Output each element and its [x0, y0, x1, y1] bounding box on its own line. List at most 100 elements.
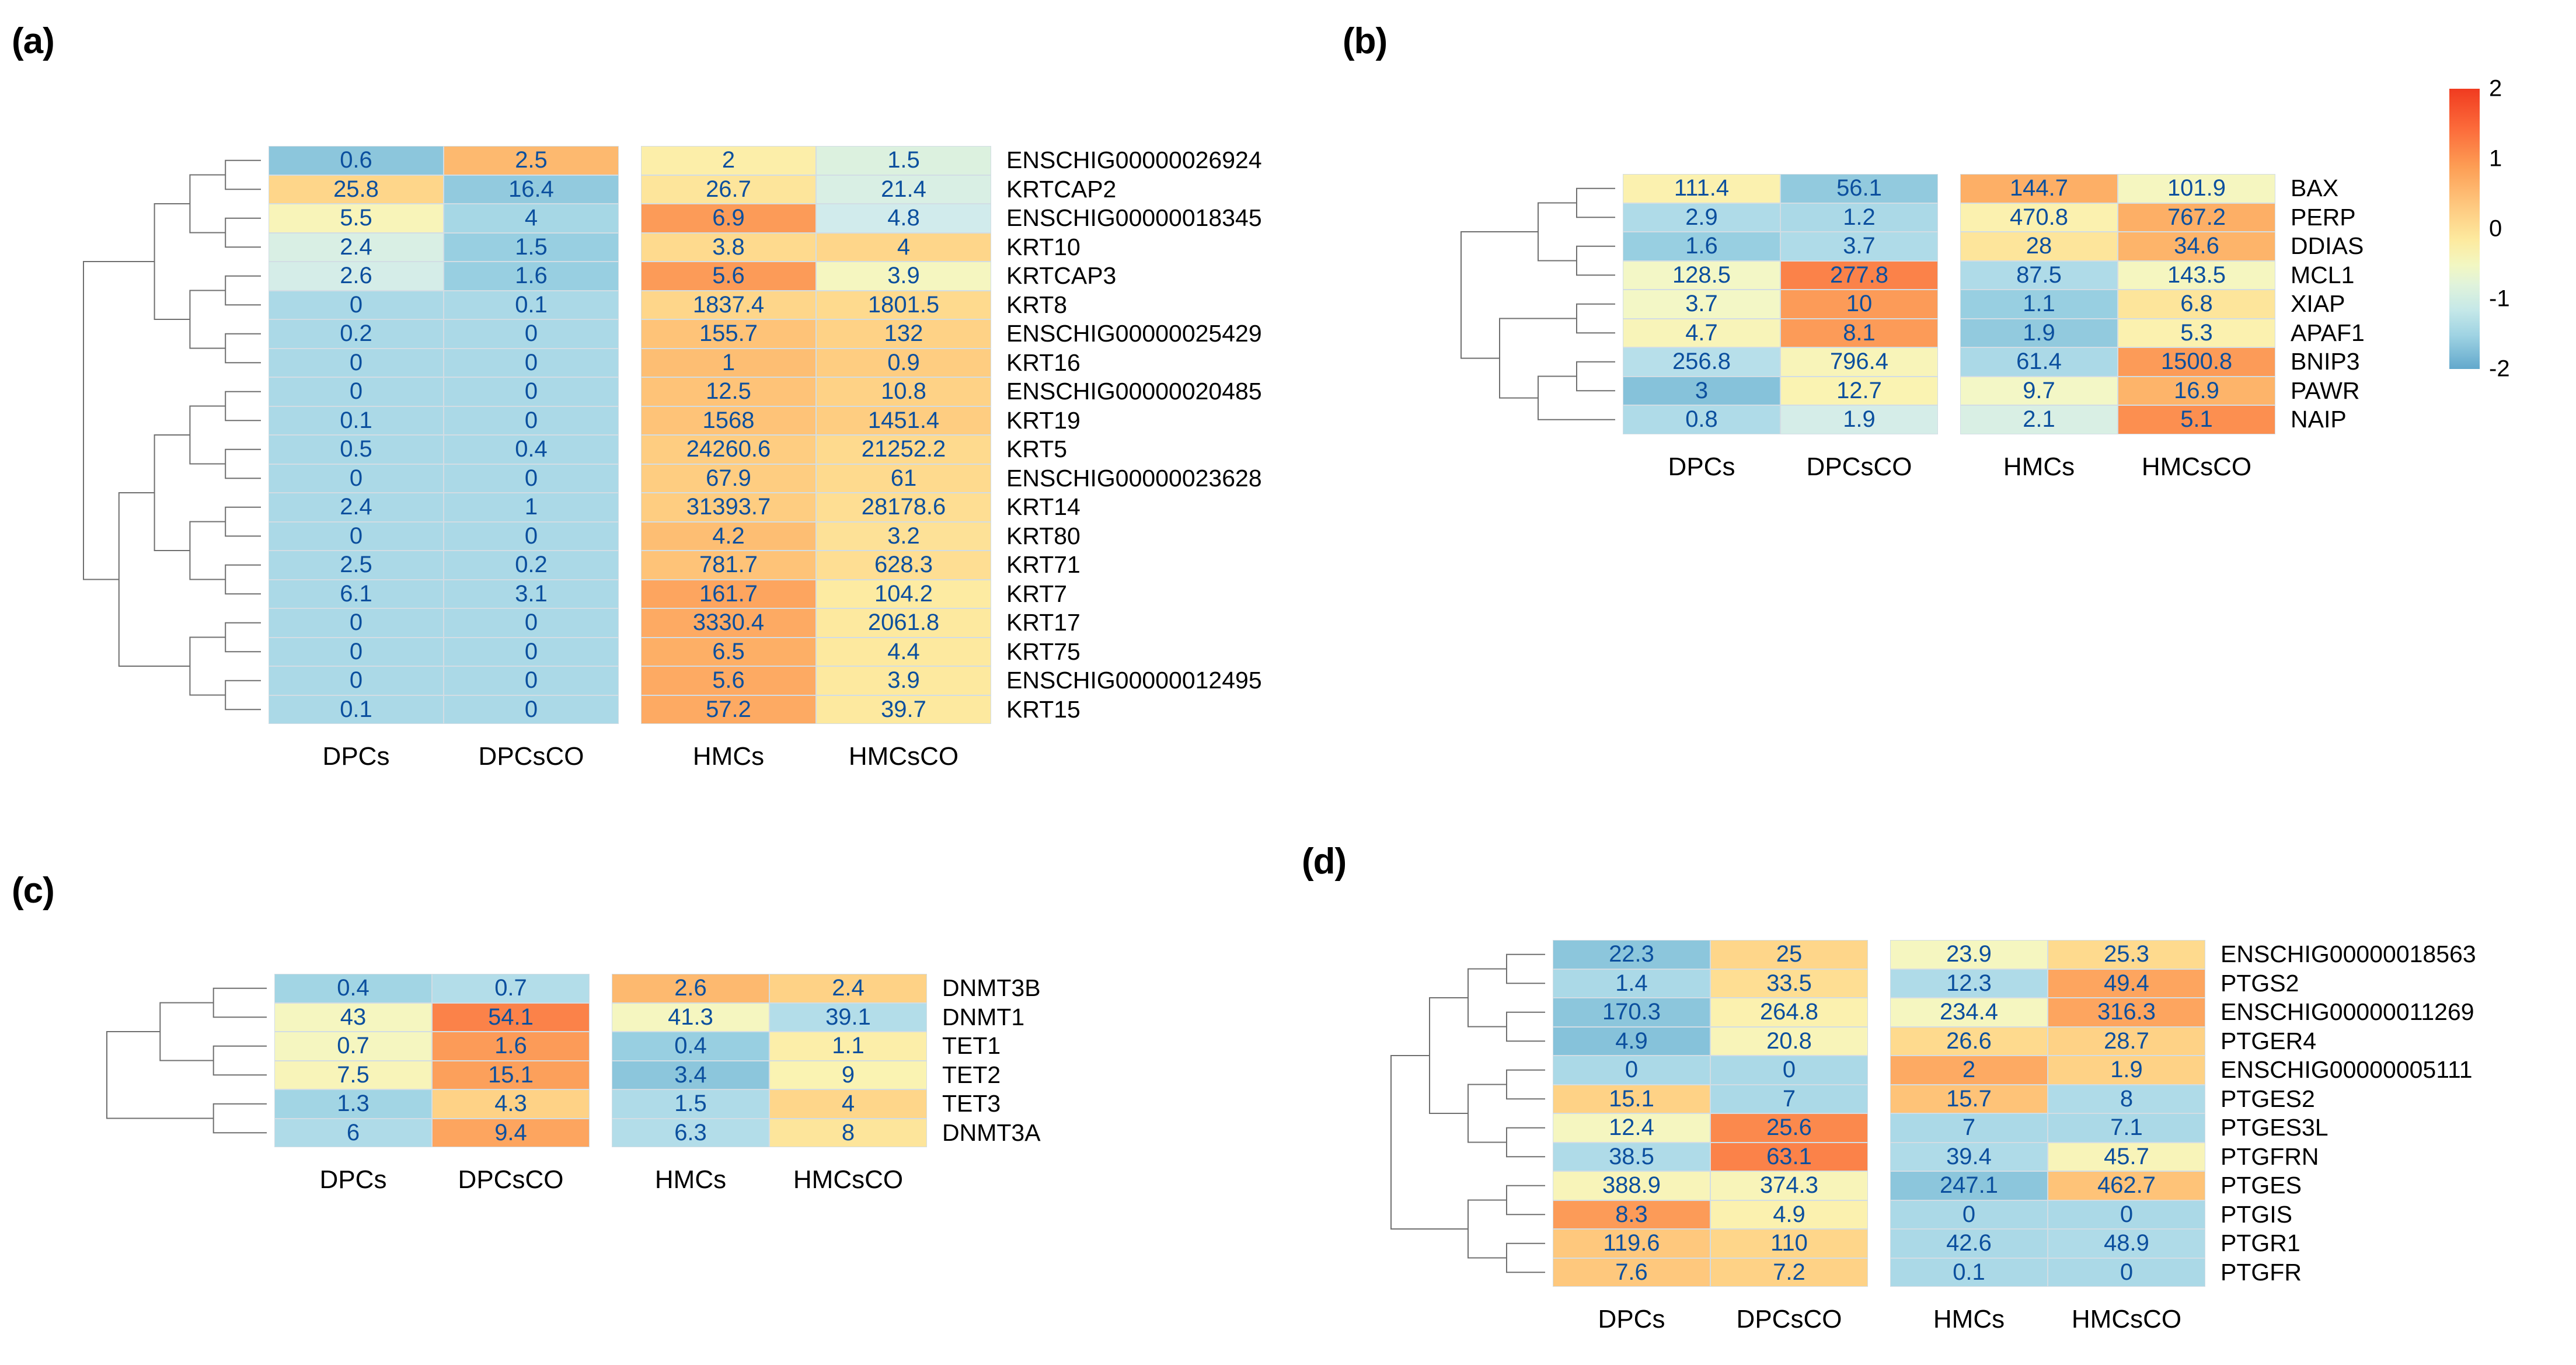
heatmap-cell[interactable]: 1	[444, 493, 619, 522]
heatmap-cell[interactable]: 48.9	[2048, 1229, 2205, 1258]
heatmap-cell[interactable]: 2.5	[444, 146, 619, 175]
heatmap-cell[interactable]: 0	[444, 377, 619, 406]
heatmap-cell[interactable]: 28178.6	[816, 493, 991, 522]
heatmap-cell[interactable]: 6.5	[641, 637, 816, 666]
heatmap-cell[interactable]: 39.1	[769, 1002, 927, 1032]
heatmap-cell[interactable]: 6	[274, 1118, 432, 1147]
heatmap-cell[interactable]: 8.3	[1553, 1200, 1710, 1229]
heatmap-cell[interactable]: 4.9	[1710, 1200, 1868, 1229]
heatmap-cell[interactable]: 38.5	[1553, 1142, 1710, 1171]
heatmap-cell[interactable]: 1.6	[432, 1032, 590, 1061]
heatmap-cell[interactable]: 54.1	[432, 1002, 590, 1032]
heatmap-cell[interactable]: 26.7	[641, 175, 816, 204]
heatmap-cell[interactable]: 0.2	[444, 551, 619, 580]
heatmap-cell[interactable]: 16.4	[444, 175, 619, 204]
heatmap-cell[interactable]: 0	[1553, 1056, 1710, 1085]
heatmap-cell[interactable]: 63.1	[1710, 1142, 1868, 1171]
heatmap-cell[interactable]: 144.7	[1960, 174, 2118, 203]
heatmap-cell[interactable]: 57.2	[641, 695, 816, 724]
heatmap-cell[interactable]: 3.7	[1780, 232, 1938, 261]
heatmap-cell[interactable]: 0.9	[816, 348, 991, 377]
heatmap-cell[interactable]: 6.9	[641, 204, 816, 233]
heatmap-cell[interactable]: 101.9	[2118, 174, 2275, 203]
heatmap-cell[interactable]: 4.2	[641, 521, 816, 551]
heatmap-cell[interactable]: 0	[1710, 1056, 1868, 1085]
heatmap-cell[interactable]: 111.4	[1623, 174, 1780, 203]
heatmap-cell[interactable]: 119.6	[1553, 1229, 1710, 1258]
heatmap-cell[interactable]: 3.4	[612, 1060, 769, 1089]
heatmap-cell[interactable]: 1.6	[444, 262, 619, 291]
heatmap-cell[interactable]: 33.5	[1710, 969, 1868, 998]
heatmap-cell[interactable]: 0	[444, 521, 619, 551]
heatmap-cell[interactable]: 1.1	[1960, 290, 2118, 319]
heatmap-cell[interactable]: 0	[1890, 1200, 2048, 1229]
heatmap-cell[interactable]: 0	[444, 348, 619, 377]
heatmap-cell[interactable]: 0	[269, 666, 444, 695]
heatmap-cell[interactable]: 1.9	[1960, 318, 2118, 347]
heatmap-cell[interactable]: 247.1	[1890, 1171, 2048, 1200]
heatmap-cell[interactable]: 2.4	[269, 493, 444, 522]
heatmap-cell[interactable]: 1.5	[444, 232, 619, 262]
heatmap-cell[interactable]: 15.1	[1553, 1084, 1710, 1113]
heatmap-cell[interactable]: 3.1	[444, 579, 619, 608]
heatmap-cell[interactable]: 28.7	[2048, 1026, 2205, 1056]
heatmap-cell[interactable]: 170.3	[1553, 998, 1710, 1027]
heatmap-cell[interactable]: 26.6	[1890, 1026, 2048, 1056]
heatmap-cell[interactable]: 0.4	[612, 1032, 769, 1061]
heatmap-cell[interactable]: 0.1	[269, 695, 444, 724]
heatmap-cell[interactable]: 5.5	[269, 204, 444, 233]
heatmap-cell[interactable]: 2	[1890, 1056, 2048, 1085]
heatmap-cell[interactable]: 22.3	[1553, 940, 1710, 969]
heatmap-cell[interactable]: 0	[269, 290, 444, 319]
heatmap-cell[interactable]: 49.4	[2048, 969, 2205, 998]
heatmap-cell[interactable]: 3.9	[816, 262, 991, 291]
heatmap-cell[interactable]: 0	[444, 666, 619, 695]
heatmap-cell[interactable]: 21252.2	[816, 435, 991, 464]
heatmap-cell[interactable]: 0	[269, 348, 444, 377]
heatmap-cell[interactable]: 628.3	[816, 551, 991, 580]
heatmap-cell[interactable]: 25.6	[1710, 1113, 1868, 1143]
heatmap-cell[interactable]: 1.9	[2048, 1056, 2205, 1085]
heatmap-cell[interactable]: 5.3	[2118, 318, 2275, 347]
heatmap-cell[interactable]: 1.1	[769, 1032, 927, 1061]
heatmap-cell[interactable]: 2.4	[769, 974, 927, 1003]
heatmap-cell[interactable]: 1.2	[1780, 203, 1938, 232]
heatmap-cell[interactable]: 155.7	[641, 319, 816, 349]
heatmap-cell[interactable]: 0	[444, 319, 619, 349]
heatmap-cell[interactable]: 9	[769, 1060, 927, 1089]
heatmap-cell[interactable]: 132	[816, 319, 991, 349]
heatmap-cell[interactable]: 143.5	[2118, 260, 2275, 290]
heatmap-cell[interactable]: 45.7	[2048, 1142, 2205, 1171]
heatmap-cell[interactable]: 24260.6	[641, 435, 816, 464]
heatmap-cell[interactable]: 2.4	[269, 232, 444, 262]
heatmap-cell[interactable]: 12.5	[641, 377, 816, 406]
heatmap-cell[interactable]: 3	[1623, 376, 1780, 405]
heatmap-cell[interactable]: 10	[1780, 290, 1938, 319]
heatmap-cell[interactable]: 15.1	[432, 1060, 590, 1089]
heatmap-cell[interactable]: 12.7	[1780, 376, 1938, 405]
heatmap-cell[interactable]: 110	[1710, 1229, 1868, 1258]
heatmap-cell[interactable]: 9.7	[1960, 376, 2118, 405]
heatmap-cell[interactable]: 31393.7	[641, 493, 816, 522]
heatmap-cell[interactable]: 25	[1710, 940, 1868, 969]
heatmap-cell[interactable]: 1.9	[1780, 405, 1938, 434]
heatmap-cell[interactable]: 104.2	[816, 579, 991, 608]
heatmap-cell[interactable]: 0.1	[1890, 1258, 2048, 1287]
heatmap-cell[interactable]: 316.3	[2048, 998, 2205, 1027]
heatmap-cell[interactable]: 8.1	[1780, 318, 1938, 347]
heatmap-cell[interactable]: 1	[641, 348, 816, 377]
heatmap-cell[interactable]: 0.4	[444, 435, 619, 464]
heatmap-cell[interactable]: 462.7	[2048, 1171, 2205, 1200]
heatmap-cell[interactable]: 0.8	[1623, 405, 1780, 434]
heatmap-cell[interactable]: 3.8	[641, 232, 816, 262]
heatmap-cell[interactable]: 3.2	[816, 521, 991, 551]
heatmap-cell[interactable]: 2.9	[1623, 203, 1780, 232]
heatmap-cell[interactable]: 4.9	[1553, 1026, 1710, 1056]
heatmap-cell[interactable]: 9.4	[432, 1118, 590, 1147]
heatmap-cell[interactable]: 67.9	[641, 464, 816, 493]
heatmap-cell[interactable]: 61.4	[1960, 347, 2118, 377]
heatmap-cell[interactable]: 1.4	[1553, 969, 1710, 998]
heatmap-cell[interactable]: 1.5	[612, 1089, 769, 1119]
heatmap-cell[interactable]: 56.1	[1780, 174, 1938, 203]
heatmap-cell[interactable]: 234.4	[1890, 998, 2048, 1027]
